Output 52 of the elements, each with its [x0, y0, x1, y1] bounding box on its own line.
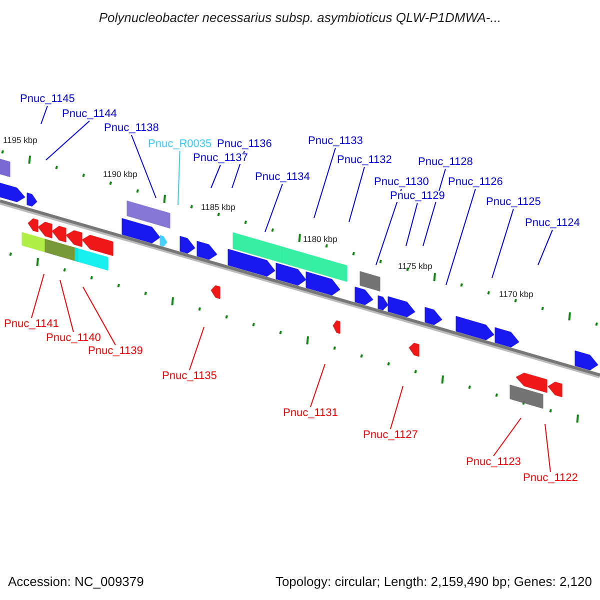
- leader-line: [390, 386, 404, 430]
- leader-line: [310, 364, 326, 408]
- gene-label: Pnuc_1126: [448, 177, 503, 188]
- scale-label: 1175 kbp: [398, 262, 432, 270]
- scale-label: 1190 kbp: [103, 170, 138, 178]
- gene-label: Pnuc_1131: [283, 408, 338, 419]
- gene-label: Pnuc_R0035: [148, 139, 212, 150]
- gene-label: Pnuc_1140: [46, 333, 101, 344]
- gene-label: Pnuc_1133: [308, 136, 363, 147]
- gene-label: Pnuc_1135: [162, 371, 217, 382]
- leader-line: [544, 424, 551, 472]
- gene-label: Pnuc_1122: [523, 473, 578, 484]
- gene-label: Pnuc_1145: [20, 94, 75, 105]
- gene-label: Pnuc_1128: [418, 157, 473, 168]
- leader-line: [406, 202, 418, 246]
- scale-label: 1185 kbp: [201, 203, 236, 212]
- leader-line: [492, 418, 522, 456]
- gene-label: Pnuc_1132: [337, 155, 392, 166]
- gene-label: Pnuc_1130: [374, 177, 429, 188]
- leader-line: [188, 326, 204, 370]
- gene-label: Pnuc_1141: [4, 319, 59, 330]
- leader-line: [46, 120, 90, 160]
- leader-line: [348, 166, 365, 222]
- leader-line: [130, 134, 156, 198]
- scale-label: 1195 kbp: [3, 136, 38, 144]
- leader-line: [264, 184, 283, 232]
- gene-label: Pnuc_1123: [466, 457, 521, 468]
- leader-line: [40, 106, 48, 124]
- gene-label: Pnuc_1129: [390, 191, 445, 202]
- leader-line: [178, 150, 180, 206]
- scale-label: 1170 kbp: [499, 290, 534, 298]
- scale-label: 1180 kbp: [303, 235, 338, 244]
- map-title: Polynucleobacter necessarius subsp. asymbioticus QLW-P1DMWA-...: [98, 11, 502, 24]
- gene-label: Pnuc_1144: [62, 109, 117, 120]
- leader-line: [82, 286, 116, 346]
- genome-info-text: Topology: circular; Length: 2,159,490 bp; Genes: 2,120: [275, 575, 592, 588]
- gene-label: Pnuc_1138: [104, 123, 159, 134]
- leader-line: [492, 208, 514, 278]
- leader-line: [30, 274, 44, 318]
- gene-label: Pnuc_1139: [88, 346, 143, 357]
- leader-line: [210, 164, 221, 188]
- accession-text: Accession: NC_009379: [8, 575, 144, 588]
- gene-label: Pnuc_1134: [255, 172, 310, 183]
- leader-line: [314, 148, 336, 218]
- leader-line: [446, 188, 476, 286]
- gene-label: Pnuc_1136: [217, 139, 272, 150]
- gene-label: Pnuc_1125: [486, 197, 541, 208]
- leader-line: [60, 280, 74, 332]
- gene-label: Pnuc_1127: [363, 430, 418, 441]
- leader-line: [538, 230, 553, 266]
- gene-label: Pnuc_1137: [193, 153, 248, 164]
- gene-label: Pnuc_1124: [525, 218, 580, 229]
